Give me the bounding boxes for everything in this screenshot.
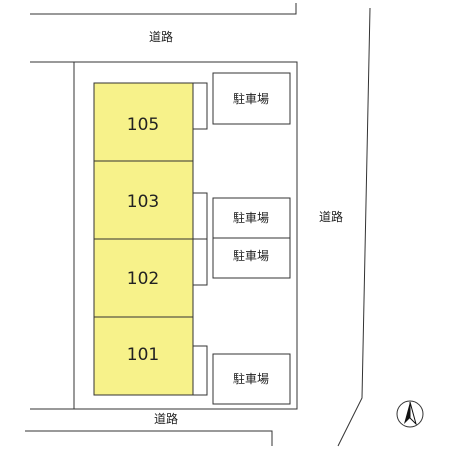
top-road-edge	[30, 3, 297, 15]
bottom-road-label: 道路	[154, 411, 178, 426]
top-road-label: 道路	[149, 29, 173, 44]
balcony-105	[192, 82, 208, 130]
parking-label-2: 駐車場	[233, 210, 269, 225]
unit-102-label: 102	[127, 269, 159, 289]
unit-102	[93, 238, 194, 318]
parking-space-3	[212, 237, 291, 279]
parking-space-1	[212, 72, 291, 125]
right-road-label: 道路	[319, 209, 343, 224]
unit-103	[93, 160, 194, 240]
balcony-101	[192, 345, 208, 396]
parking-label-3: 駐車場	[233, 248, 269, 263]
unit-105-label: 105	[127, 115, 159, 135]
parking-space-2	[212, 197, 291, 239]
unit-101	[93, 316, 194, 396]
north-arrow-icon	[396, 400, 424, 428]
building: 105 103 102 101	[93, 82, 194, 396]
parking-label-1: 駐車場	[233, 91, 269, 106]
balcony-102	[192, 238, 208, 286]
parking-area: 駐車場 駐車場 駐車場 駐車場	[212, 72, 291, 405]
parking-space-4	[212, 353, 291, 405]
lot-boundary	[30, 61, 298, 410]
unit-103-label: 103	[127, 192, 159, 212]
parking-label-4: 駐車場	[233, 371, 269, 386]
right-road-edge	[337, 7, 371, 447]
balcony-103	[192, 192, 208, 240]
unit-105	[93, 82, 194, 162]
unit-101-label: 101	[127, 345, 159, 365]
bottom-road-edge	[25, 430, 273, 446]
balconies	[192, 82, 208, 396]
